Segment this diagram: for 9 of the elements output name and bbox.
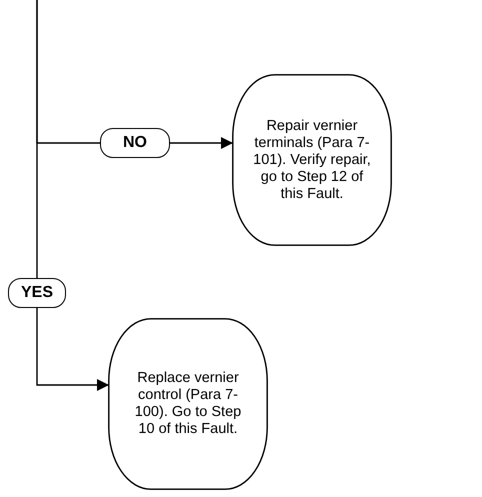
decision-label: NO bbox=[100, 128, 170, 158]
process-text: Replace vernier control (Para 7-100). Go to Step 10 of this Fault. bbox=[134, 370, 242, 438]
decision-label: YES bbox=[8, 278, 66, 308]
process-box bbox=[108, 318, 268, 490]
arrow bbox=[170, 137, 233, 149]
process-box bbox=[232, 74, 392, 246]
arrow bbox=[36, 308, 109, 391]
process-text: Repair vernier terminals (Para 7-101). Verify repair, go to Step 12 of this Fault. bbox=[252, 118, 372, 202]
connector-line bbox=[36, 0, 38, 278]
